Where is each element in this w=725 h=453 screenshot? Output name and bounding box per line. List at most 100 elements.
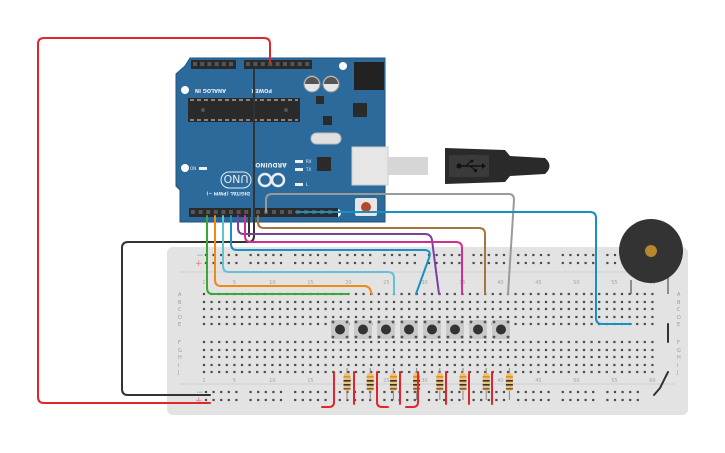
rail-hole[interactable] xyxy=(338,398,341,402)
breadboard-hole[interactable] xyxy=(309,355,312,359)
breadboard-hole[interactable] xyxy=(294,300,297,304)
breadboard-hole[interactable] xyxy=(218,370,221,374)
breadboard-hole[interactable] xyxy=(613,300,616,304)
rail-hole[interactable] xyxy=(353,253,357,257)
breadboard-hole[interactable] xyxy=(362,315,365,319)
breadboard-hole[interactable] xyxy=(400,307,403,311)
breadboard-hole[interactable] xyxy=(491,340,494,344)
rail-hole[interactable] xyxy=(450,261,453,265)
breadboard-hole[interactable] xyxy=(271,370,274,374)
breadboard-hole[interactable] xyxy=(278,300,282,304)
rail-hole[interactable] xyxy=(272,253,275,257)
rail-hole[interactable] xyxy=(547,253,550,257)
breadboard-hole[interactable] xyxy=(575,292,578,296)
breadboard-hole[interactable] xyxy=(370,307,373,311)
rail-hole[interactable] xyxy=(279,390,283,394)
breadboard-hole[interactable] xyxy=(347,300,350,304)
rail-hole[interactable] xyxy=(227,390,230,394)
rail-hole[interactable] xyxy=(629,390,632,394)
rail-hole[interactable] xyxy=(264,390,267,394)
breadboard-hole[interactable] xyxy=(461,363,464,367)
rail-hole[interactable] xyxy=(279,261,283,265)
rail-hole[interactable] xyxy=(495,253,498,257)
breadboard-hole[interactable] xyxy=(491,292,494,296)
breadboard-hole[interactable] xyxy=(636,292,639,296)
breadboard-hole[interactable] xyxy=(256,340,259,344)
breadboard-hole[interactable] xyxy=(468,340,472,344)
breadboard-hole[interactable] xyxy=(430,300,434,304)
breadboard-hole[interactable] xyxy=(362,348,365,352)
rail-hole[interactable] xyxy=(353,261,357,265)
rail-hole[interactable] xyxy=(212,261,215,265)
breadboard-hole[interactable] xyxy=(202,340,206,344)
rail-hole[interactable] xyxy=(480,253,483,257)
resistor[interactable] xyxy=(389,368,397,400)
rail-hole[interactable] xyxy=(338,390,341,394)
breadboard-hole[interactable] xyxy=(430,348,434,352)
breadboard-hole[interactable] xyxy=(309,348,312,352)
rail-hole[interactable] xyxy=(227,398,230,402)
breadboard-hole[interactable] xyxy=(339,315,342,319)
breadboard-hole[interactable] xyxy=(218,315,221,319)
rail-hole[interactable] xyxy=(301,261,304,265)
breadboard-hole[interactable] xyxy=(598,315,601,319)
breadboard-hole[interactable] xyxy=(529,355,532,359)
breadboard-hole[interactable] xyxy=(301,322,304,326)
breadboard-hole[interactable] xyxy=(613,315,616,319)
breadboard-hole[interactable] xyxy=(385,292,388,296)
breadboard-hole[interactable] xyxy=(301,363,304,367)
breadboard-hole[interactable] xyxy=(415,315,418,319)
rail-hole[interactable] xyxy=(443,390,446,394)
breadboard-hole[interactable] xyxy=(263,307,266,311)
breadboard-hole[interactable] xyxy=(400,348,403,352)
breadboard-hole[interactable] xyxy=(256,363,259,367)
breadboard-hole[interactable] xyxy=(522,363,525,367)
breadboard-hole[interactable] xyxy=(301,340,304,344)
breadboard-hole[interactable] xyxy=(643,292,646,296)
breadboard-hole[interactable] xyxy=(218,322,221,326)
rail-hole[interactable] xyxy=(592,398,595,402)
breadboard-hole[interactable] xyxy=(544,315,548,319)
breadboard-hole[interactable] xyxy=(430,355,434,359)
rail-hole[interactable] xyxy=(227,261,230,265)
rail-hole[interactable] xyxy=(613,261,617,265)
rail-hole[interactable] xyxy=(413,390,416,394)
breadboard-hole[interactable] xyxy=(438,363,441,367)
reset-button-cap[interactable] xyxy=(361,202,371,212)
rail-hole[interactable] xyxy=(272,390,275,394)
breadboard-hole[interactable] xyxy=(225,315,228,319)
rail-hole[interactable] xyxy=(636,390,639,394)
rail-hole[interactable] xyxy=(346,261,349,265)
breadboard-hole[interactable] xyxy=(324,355,327,359)
breadboard-hole[interactable] xyxy=(392,355,396,359)
breadboard-hole[interactable] xyxy=(392,307,396,311)
rail-hole[interactable] xyxy=(606,253,609,257)
pushbutton[interactable] xyxy=(423,320,441,339)
breadboard-hole[interactable] xyxy=(567,370,570,374)
breadboard-hole[interactable] xyxy=(484,340,487,344)
breadboard-hole[interactable] xyxy=(620,292,624,296)
breadboard-hole[interactable] xyxy=(643,300,646,304)
breadboard-hole[interactable] xyxy=(582,315,586,319)
breadboard-hole[interactable] xyxy=(560,300,563,304)
breadboard-hole[interactable] xyxy=(263,300,266,304)
breadboard-hole[interactable] xyxy=(582,363,586,367)
breadboard-hole[interactable] xyxy=(605,370,608,374)
rail-hole[interactable] xyxy=(427,390,431,394)
rail-hole[interactable] xyxy=(406,253,409,257)
breadboard-hole[interactable] xyxy=(301,315,304,319)
rail-hole[interactable] xyxy=(592,261,595,265)
breadboard-hole[interactable] xyxy=(453,315,456,319)
breadboard-hole[interactable] xyxy=(316,340,320,344)
breadboard-hole[interactable] xyxy=(613,340,616,344)
breadboard-hole[interactable] xyxy=(324,340,327,344)
pushbutton-cap[interactable] xyxy=(496,324,506,335)
breadboard-hole[interactable] xyxy=(544,292,548,296)
breadboard-hole[interactable] xyxy=(370,363,373,367)
breadboard-hole[interactable] xyxy=(294,363,297,367)
breadboard-hole[interactable] xyxy=(339,307,342,311)
breadboard-hole[interactable] xyxy=(453,363,456,367)
breadboard-hole[interactable] xyxy=(210,315,213,319)
breadboard-hole[interactable] xyxy=(499,363,502,367)
breadboard-hole[interactable] xyxy=(278,370,282,374)
